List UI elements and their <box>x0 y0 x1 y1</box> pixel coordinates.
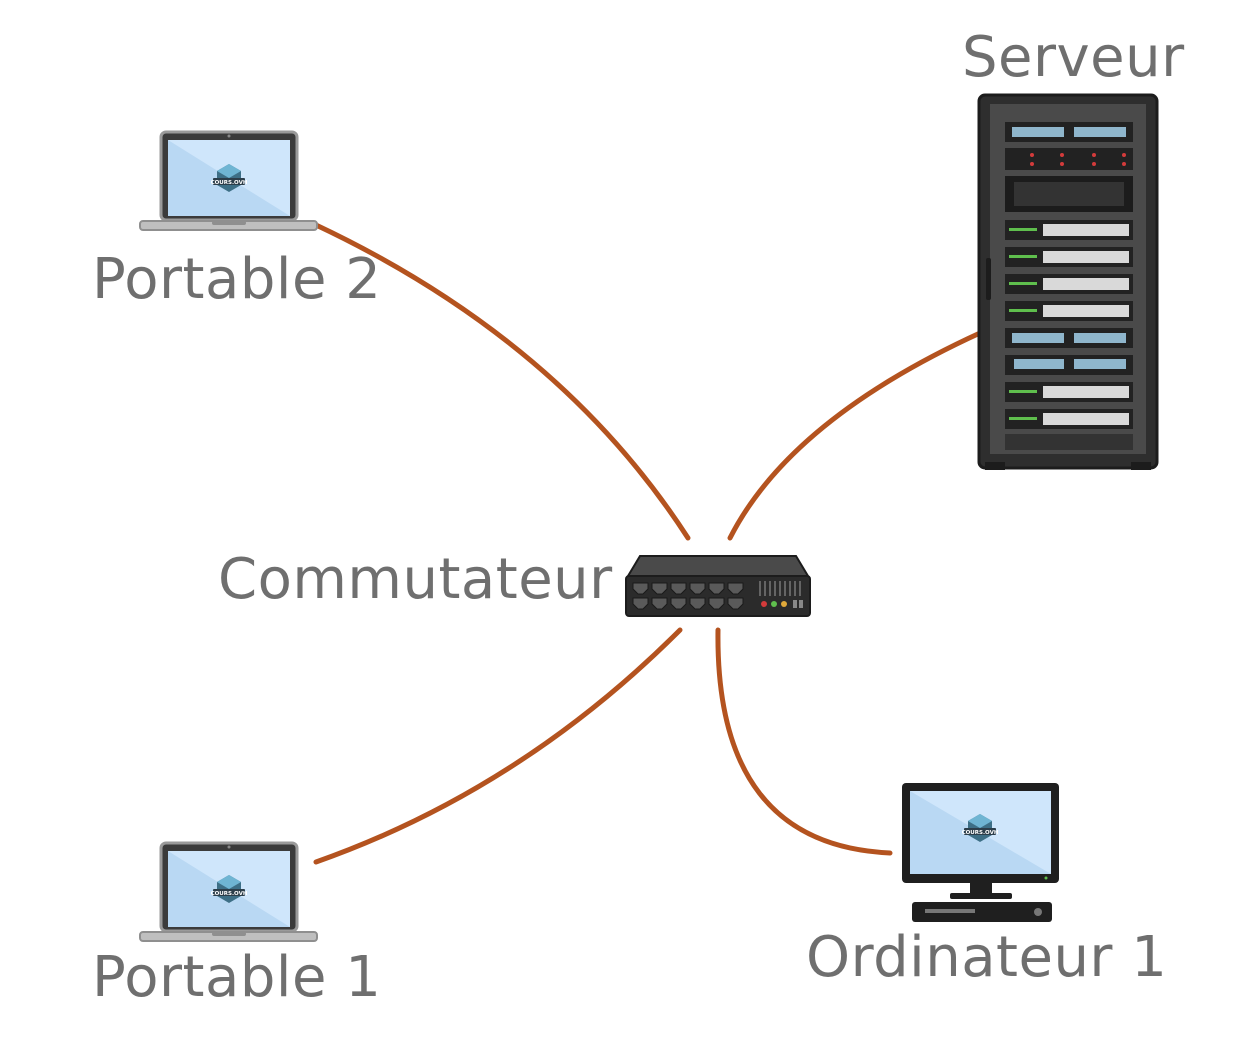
link-laptop2-switch <box>313 222 691 541</box>
switch-port <box>651 582 668 595</box>
desktop-1-label: Ordinateur 1 <box>806 925 1168 990</box>
switch-port <box>727 597 744 610</box>
switch-port <box>632 597 649 610</box>
switch-port <box>689 597 706 610</box>
switch-port <box>708 582 725 595</box>
switch-port <box>632 582 649 595</box>
network-links <box>313 222 983 865</box>
switch-label: Commutateur <box>218 547 613 612</box>
server-label: Serveur <box>962 25 1185 90</box>
switch-port <box>651 597 668 610</box>
desktop-computer-icon <box>902 783 1059 922</box>
switch-port <box>708 597 725 610</box>
switch-port <box>689 582 706 595</box>
laptop-2-label: Portable 2 <box>92 247 382 312</box>
server-rack-icon <box>977 93 1159 470</box>
link-switch-desktop1 <box>715 627 893 856</box>
network-switch-icon <box>625 555 811 617</box>
laptop-1-label: Portable 1 <box>92 945 382 1010</box>
switch-port <box>670 582 687 595</box>
switch-port <box>670 597 687 610</box>
switch-port <box>727 582 744 595</box>
link-switch-laptop1 <box>313 627 683 865</box>
laptop-1-icon <box>139 841 318 942</box>
link-server-switch <box>727 330 983 541</box>
laptop-2-icon <box>139 130 318 231</box>
